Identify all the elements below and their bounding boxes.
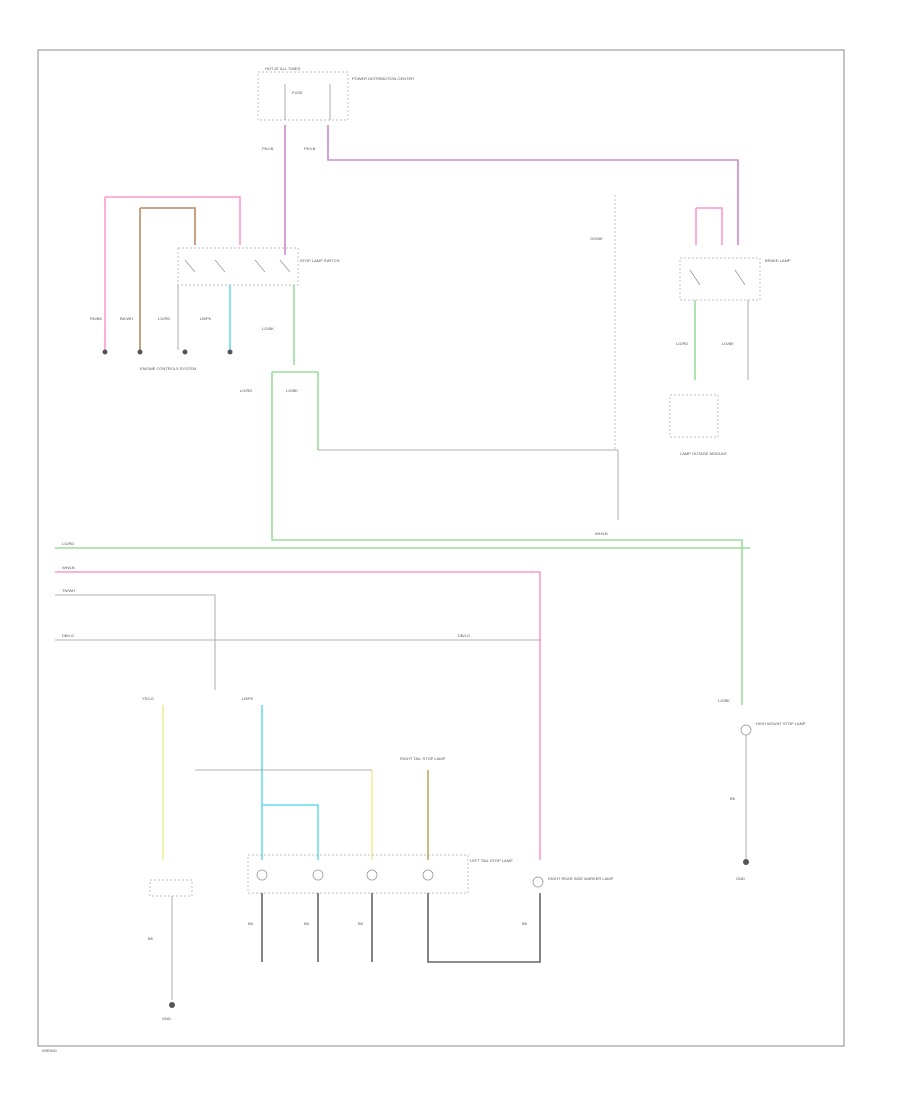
wire-dark-4 (427, 893, 541, 963)
svg-text:DB/LG: DB/LG (458, 633, 470, 638)
svg-text:OG/BK: OG/BK (590, 236, 603, 241)
svg-text:BK: BK (358, 921, 364, 926)
svg-text:BK: BK (248, 921, 254, 926)
svg-text:LAMP OUTAGE MODULE: LAMP OUTAGE MODULE (680, 451, 727, 456)
footer-code: WIRING (42, 1048, 57, 1053)
svg-text:FUSE: FUSE (292, 90, 303, 95)
svg-text:BK: BK (522, 921, 528, 926)
stop-lamp-switch: STOP LAMP SWITCH RD/BK BK/WH LG/RD LB/PK… (90, 196, 340, 365)
svg-text:LG/BK: LG/BK (722, 341, 734, 346)
wire-gray-mid (318, 449, 619, 520)
svg-text:TN/WH: TN/WH (62, 588, 75, 593)
svg-text:GND: GND (162, 1016, 171, 1021)
diagram-frame (37, 49, 845, 1047)
svg-text:LG/RD: LG/RD (62, 541, 74, 546)
svg-text:LG/RD: LG/RD (676, 341, 688, 346)
svg-text:HIGH MOUNT STOP LAMP: HIGH MOUNT STOP LAMP (756, 721, 806, 726)
svg-text:BK: BK (304, 921, 310, 926)
svg-text:YE/LG: YE/LG (142, 696, 154, 701)
svg-text:RIGHT TAIL STOP LAMP: RIGHT TAIL STOP LAMP (400, 756, 446, 761)
bus-gray-1 (55, 594, 216, 690)
svg-text:LG/BK: LG/BK (262, 326, 274, 331)
svg-text:BRAKE LAMP: BRAKE LAMP (765, 258, 791, 263)
svg-text:PK/LB: PK/LB (304, 146, 316, 151)
svg-text:LG/BK: LG/BK (718, 698, 730, 703)
svg-text:ENGINE CONTROLS SYSTEM: ENGINE CONTROLS SYSTEM (140, 366, 196, 371)
svg-text:HOT AT ALL TIMES: HOT AT ALL TIMES (265, 66, 300, 71)
svg-text:LB/PK: LB/PK (242, 696, 254, 701)
svg-text:LB/PK: LB/PK (200, 316, 212, 321)
brake-lamp-relay: BRAKE LAMP OG/BK LG/RD LG/BK (590, 195, 791, 450)
svg-text:RIGHT REAR SIDE MARKER LAMP: RIGHT REAR SIDE MARKER LAMP (548, 876, 614, 881)
license-lamp: GND BK (148, 879, 193, 1021)
svg-text:BK: BK (730, 796, 736, 801)
rear-lamp-assembly: LEFT TAIL STOP LAMP RIGHT REAR SIDE MARK… (247, 854, 614, 894)
svg-text:LEFT TAIL STOP LAMP: LEFT TAIL STOP LAMP (470, 858, 513, 863)
wire-violet-right (327, 125, 739, 245)
high-mount-stop-lamp: HIGH MOUNT STOP LAMP GND LG/BK BK (718, 698, 806, 881)
svg-text:WH/LB: WH/LB (62, 565, 75, 570)
svg-text:DB/LG: DB/LG (62, 633, 74, 638)
lamp-outage-module: LAMP OUTAGE MODULE (669, 394, 727, 456)
svg-text:GND: GND (736, 876, 745, 881)
wire-green-down-left (271, 372, 743, 705)
svg-text:LG/BK: LG/BK (286, 388, 298, 393)
svg-text:STOP LAMP SWITCH: STOP LAMP SWITCH (300, 258, 340, 263)
svg-text:BK/WH: BK/WH (120, 316, 133, 321)
svg-text:LG/RD: LG/RD (158, 316, 170, 321)
svg-text:PK/LB: PK/LB (262, 146, 274, 151)
power-distribution-center: HOT AT ALL TIMES POWER DISTRIBUTION CENT… (257, 66, 414, 121)
svg-text:WH/LB: WH/LB (595, 531, 608, 536)
bus-pink (55, 571, 541, 860)
svg-text:BK: BK (148, 936, 154, 941)
wire-cyan-branch (262, 804, 319, 860)
svg-text:LG/RD: LG/RD (240, 388, 252, 393)
svg-text:RD/BK: RD/BK (90, 316, 103, 321)
svg-text:POWER DISTRIBUTION CENTER: POWER DISTRIBUTION CENTER (352, 76, 414, 81)
engine-controls-connectors: ENGINE CONTROLS SYSTEM (102, 349, 233, 371)
